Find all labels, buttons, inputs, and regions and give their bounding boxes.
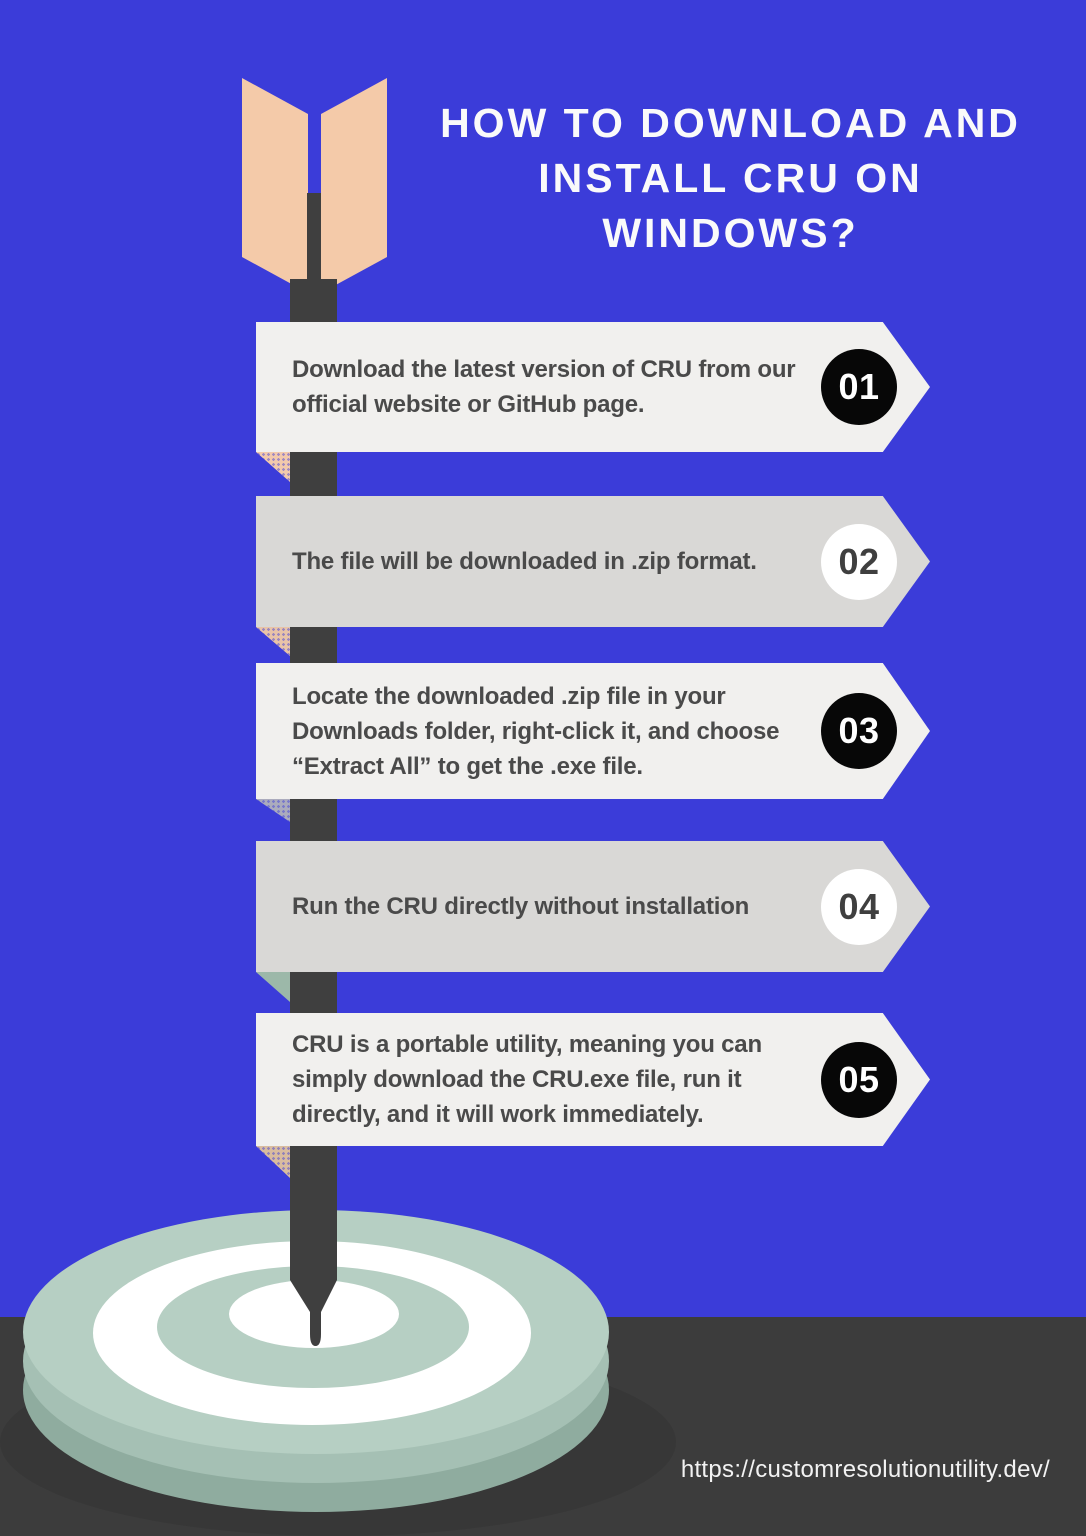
step-banner-4: Run the CRU directly without installatio… [256,841,930,972]
step-banner-5: CRU is a portable utility, meaning you c… [256,1013,930,1146]
website-url: https://customresolutionutility.dev/ [680,1456,1050,1483]
step-banner-1: Download the latest version of CRU from … [256,322,930,452]
step-text: The file will be downloaded in .zip form… [292,548,757,575]
step-text: CRU is a portable utility, meaning you c… [292,1031,762,1128]
title-line-1: HOW TO DOWNLOAD AND [440,100,1021,146]
step-number-badge: 05 [821,1041,897,1118]
title-line-2: INSTALL CRU ON [538,155,923,201]
fletching-right [321,78,387,293]
step-text: Run the CRU directly without installatio… [292,893,750,920]
step-text: Download the latest version of CRU from … [292,356,796,418]
step-number-badge: 01 [821,349,897,425]
page-title: HOW TO DOWNLOAD AND INSTALL CRU ON WINDO… [408,96,1053,261]
step-number-badge: 04 [821,868,897,945]
step-banner-3: Locate the downloaded .zip file in your … [256,663,930,799]
fletching-left [242,78,308,293]
step-number-badge: 02 [821,523,897,600]
arrow-nock [307,193,321,288]
step-text: Locate the downloaded .zip file in your … [292,682,780,780]
title-line-3: WINDOWS? [602,210,859,256]
step-number-badge: 03 [821,693,897,769]
step-banner-2: The file will be downloaded in .zip form… [256,496,930,627]
